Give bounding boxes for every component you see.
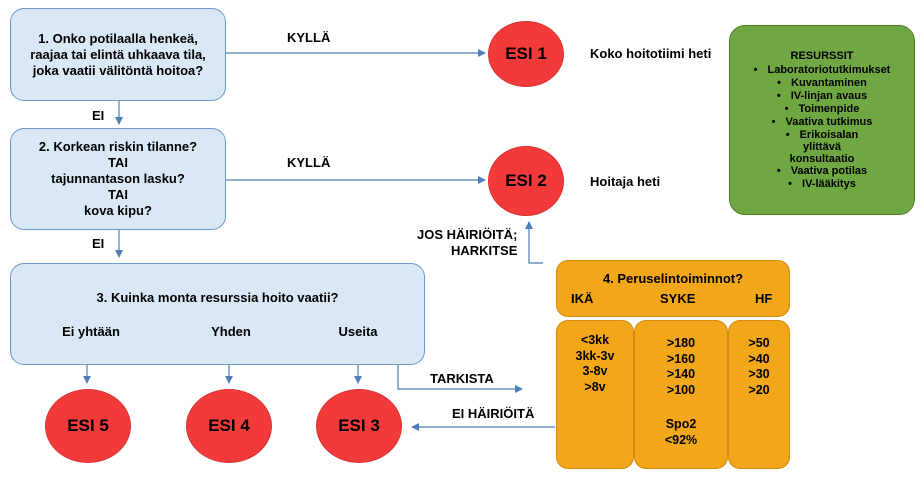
resource-item: Vaativa tutkimus [730,116,914,129]
option-none: Ei yhtään [62,324,120,339]
hf-value: >50 [748,336,770,350]
question-3-box: 3. Kuinka monta resurssia hoito vaatii? … [10,263,425,365]
resource-item: Erikoisalan ylittävä konsultaatio [730,129,914,165]
hf-value: >40 [748,351,770,366]
esi-2-circle: ESI 2 [488,146,564,216]
question-1-box: 1. Onko potilaalla henkeä, raajaa tai el… [10,8,226,101]
resources-title: RESURSSIT [790,50,854,62]
label-jos-hairioita: JOS HÄIRIÖITÄ; HARKITSE [417,227,517,259]
option-many: Useita [338,324,378,339]
resource-item: IV-lääkitys [730,178,914,191]
vitals-hf-column: >50 >40 >30 >20 [728,320,790,469]
arrow-vitals-esi2 [525,221,543,264]
resource-item: Kuvantaminen [730,77,914,90]
question-2-line: kova kipu? [84,203,152,218]
resource-item: Toimenpide [730,103,914,116]
question-2-line: tajunnantason lasku? [51,171,185,186]
label-ei-2: EI [92,236,105,251]
spo2-block: Spo2 <92% [635,417,727,448]
vitals-age-column: <3kk 3kk-3v 3-8v >8v [556,320,634,469]
syke-value: >180 [666,336,696,350]
vitals-title: 4. Peruselintoiminnot? [602,271,744,286]
vitals-header-hf: HF [755,291,773,306]
hf-value: >20 [748,382,770,397]
question-2-line: TAI [108,187,128,202]
label-ei-1: EI [92,108,105,123]
question-1-line: 1. Onko potilaalla henkeä, [38,30,198,46]
esi-1-circle: ESI 1 [488,21,564,87]
label-kylla-2: KYLLÄ [287,155,331,170]
label-ei-hairioita: EI HÄIRIÖITÄ [452,406,535,421]
label-jos-hairioita-line: JOS HÄIRIÖITÄ; [417,227,518,242]
question-2-line: 2. Korkean riskin tilanne? [38,139,198,154]
label-jos-hairioita-line: HARKITSE [450,243,518,258]
resources-box: RESURSSIT Laboratoriotutkimukset Kuvanta… [729,25,915,215]
vitals-header-syke: SYKE [660,291,696,306]
spo2-label: Spo2 [665,417,697,431]
vitals-header-box: 4. Peruselintoiminnot? IKÄ SYKE HF [556,260,790,317]
resource-item: Laboratoriotutkimukset [730,64,914,77]
age-values: <3kk 3kk-3v 3-8v >8v [557,333,633,395]
arrow-q3-vitals [397,365,523,393]
hf-value: >30 [748,367,770,381]
question-1-line: raajaa tai elintä uhkaava tila, [30,46,206,62]
esi-1-note: Koko hoitotiimi heti [590,46,712,61]
spo2-value: <92% [664,432,698,447]
age-value: 3-8v [582,364,608,378]
question-1-line: joka vaatii välitöntä hoitoa? [32,62,204,78]
age-value: 3kk-3v [575,348,615,363]
syke-value: >100 [666,382,696,397]
syke-value: >160 [666,351,696,366]
resource-item: IV-linjan avaus [730,90,914,103]
label-tarkista: TARKISTA [430,371,494,386]
option-one: Yhden [211,324,251,339]
vitals-syke-column: >180 >160 >140 >100 Spo2 <92% [634,320,728,469]
resource-item: Vaativa potilas [730,165,914,178]
esi-5-circle: ESI 5 [45,389,131,463]
esi-4-circle: ESI 4 [186,389,272,463]
age-value: >8v [584,379,606,394]
age-value: <3kk [580,333,610,347]
question-2-line: TAI [108,155,128,170]
syke-values: >180 >160 >140 >100 [635,336,727,398]
resources-list: Laboratoriotutkimukset Kuvantaminen IV-l… [730,64,914,191]
hf-values: >50 >40 >30 >20 [729,336,789,398]
esi-2-note: Hoitaja heti [590,174,661,189]
label-kylla-1: KYLLÄ [287,30,331,45]
question-3-text: 3. Kuinka monta resurssia hoito vaatii? [96,290,339,305]
question-2-box: 2. Korkean riskin tilanne? TAI tajunnant… [10,128,226,230]
syke-value: >140 [666,367,696,381]
esi-3-circle: ESI 3 [316,389,402,463]
vitals-header-age: IKÄ [571,291,594,306]
